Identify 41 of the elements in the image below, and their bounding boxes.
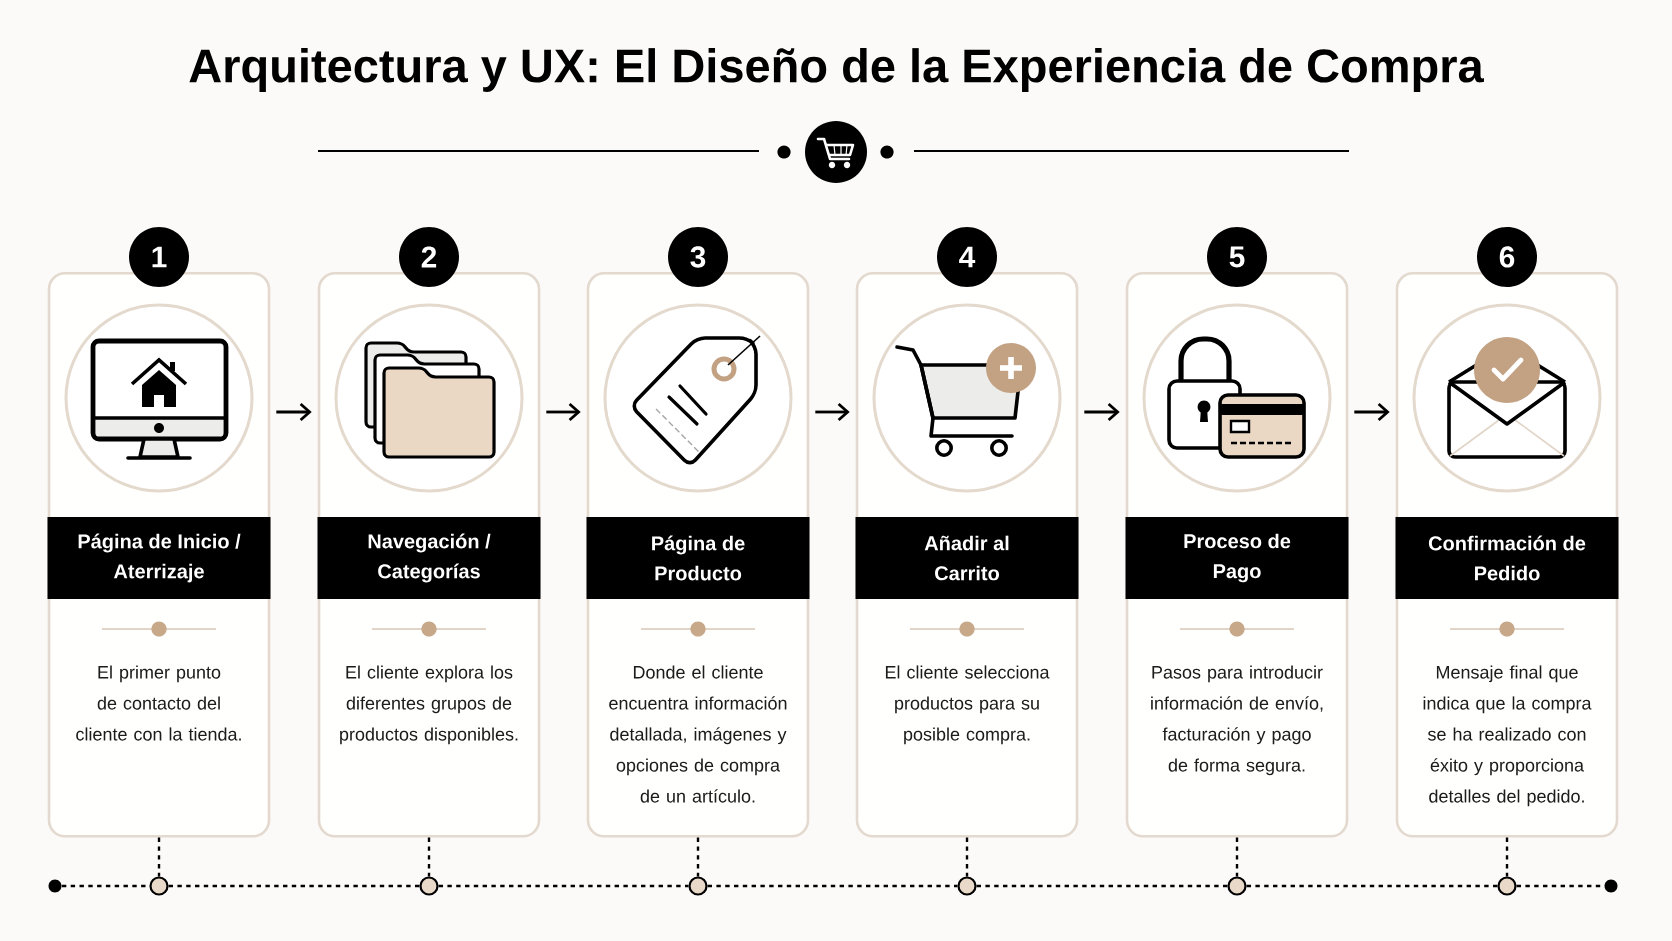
timeline-dot [149,876,169,896]
arrow [1354,402,1390,422]
title-band: Proceso de Pago [1125,517,1349,599]
arrow [1084,402,1120,422]
number-badge: 6 [1477,227,1537,287]
description-text: Mensaje final que indica que la compra se ha realizado con éxito y proporciona detalles del pedido. [1423,665,1592,807]
title-band: Añadir al Carrito [855,517,1079,599]
description-text: Pasos para introducir información de envío, facturación y pago de forma segura. [1151,665,1323,776]
timeline-dot [957,876,977,896]
dotted-line [157,837,161,877]
description-text: El cliente selecciona productos para su posible compra. [885,665,1050,745]
timeline-dot [1227,876,1247,896]
title-band: Página de Inicio / Aterrizaje [47,517,271,599]
dotted-line [438,884,689,888]
dotted-line [707,884,958,888]
description-text: El primer punto de contacto del cliente con la tienda. [76,665,241,741]
number-badge: 3 [668,227,728,287]
number-badge: 2 [399,227,459,287]
title: Arquitectura y UX: El Diseño de la Experiencia de Compra [189,48,1484,92]
dotted-line [965,837,969,877]
number-badge: 5 [1207,227,1267,287]
dotted-line [168,884,420,888]
dotted-line [696,837,700,877]
timeline-dot [1497,876,1517,896]
timeline-dot [419,876,439,896]
arrow [546,402,581,422]
title-band: Navegación / Categorías [317,517,541,599]
description-text: Donde el cliente encuentra información detallada, imágenes y opciones de compra de un artículo. [609,665,787,803]
dotted-line [976,884,1228,888]
timeline-dot [688,876,708,896]
number-badge: 4 [937,227,997,287]
arrow [815,402,850,422]
dotted-line [1505,837,1509,877]
arrow [276,402,312,422]
dotted-line [427,837,431,877]
description-text: El cliente explora los diferentes grupos de productos disponibles. [340,665,518,745]
number-badge: 1 [129,227,189,287]
dotted-line [1235,837,1239,877]
title-band: Página de Producto [586,517,810,599]
title-band: Confirmación de Pedido [1395,517,1619,599]
dotted-line [1246,884,1498,888]
